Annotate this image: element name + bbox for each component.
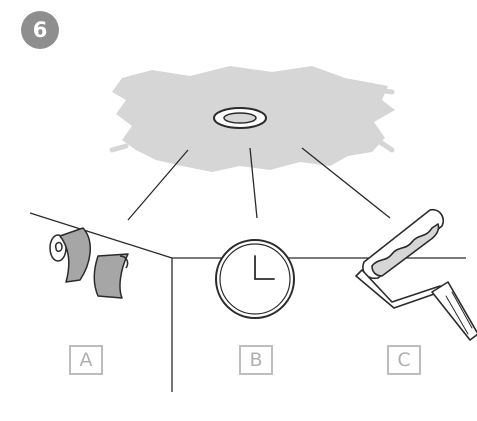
- option-label-b: B: [239, 345, 273, 375]
- pointer-line-a: [127, 149, 189, 221]
- clock-icon: [215, 239, 295, 319]
- option-label-c: C: [387, 345, 421, 375]
- pointer-lines: [127, 147, 391, 221]
- pointer-line-b: [249, 147, 258, 219]
- paint-roller-icon: [355, 208, 477, 341]
- tape-roll-icon: [49, 227, 129, 299]
- ceiling-light-fixture-icon: [213, 107, 267, 129]
- step-number-badge: 6: [21, 11, 59, 49]
- option-label-a: A: [69, 345, 103, 375]
- pointer-line-c: [301, 147, 391, 219]
